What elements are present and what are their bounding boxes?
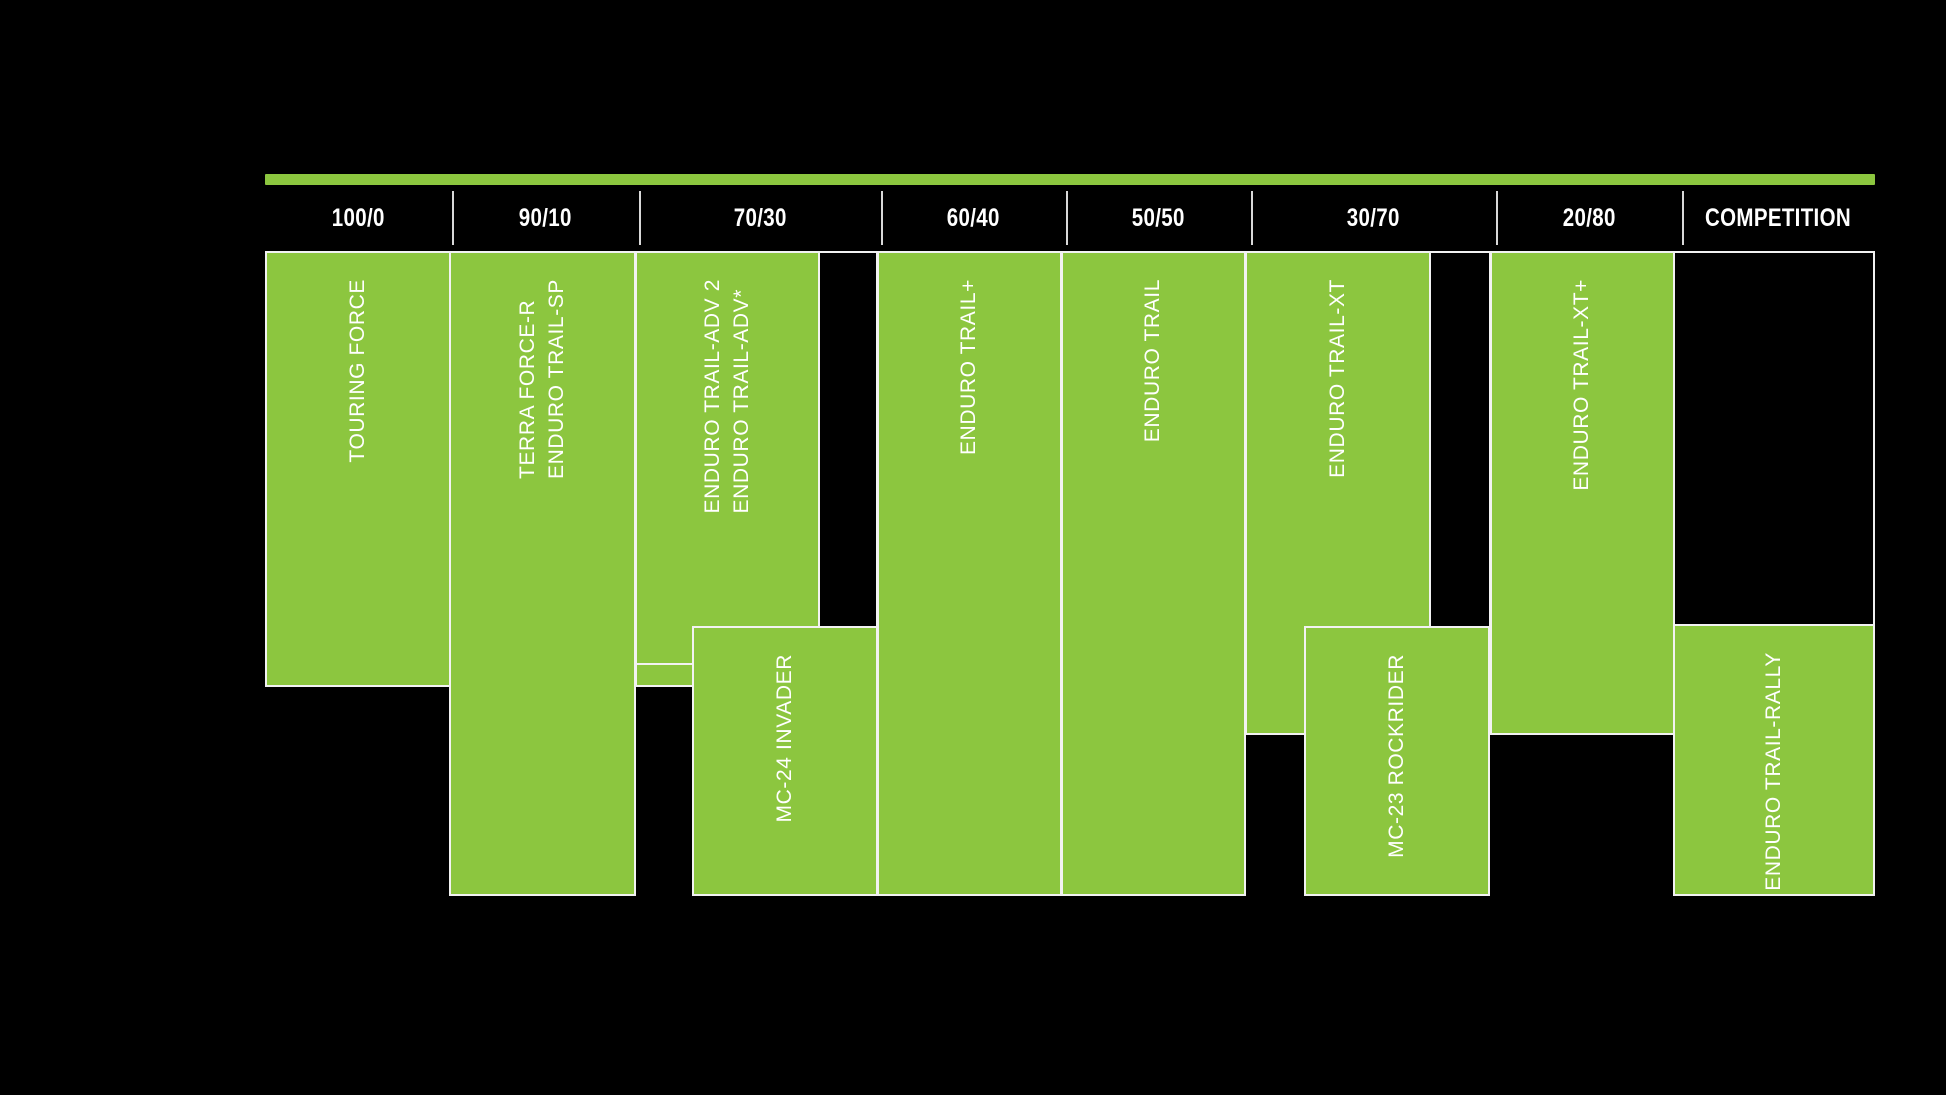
bar-label-enduro-trail-sp: ENDURO TRAIL-SP: [544, 279, 568, 479]
bar-block-competition-upper: [1673, 251, 1875, 628]
bar-label-enduro-trail-rally: ENDURO TRAIL-RALLY: [1761, 652, 1785, 891]
column-header-60-40[interactable]: 60/40: [881, 187, 1066, 249]
column-header-30-70[interactable]: 30/70: [1251, 187, 1496, 249]
bar-label-enduro-trail-adv: ENDURO TRAIL-ADV*: [729, 288, 753, 514]
bar-block-terra-force-r-enduro-trail-sp[interactable]: TERRA FORCE-R ENDURO TRAIL-SP: [449, 251, 636, 896]
bar-label-touring-force: TOURING FORCE: [346, 279, 370, 463]
column-header-100-0[interactable]: 100/0: [265, 187, 452, 249]
bar-label-enduro-trail-plus: ENDURO TRAIL+: [957, 279, 981, 456]
bar-block-enduro-trail[interactable]: ENDURO TRAIL: [1061, 251, 1246, 896]
column-header-competition[interactable]: COMPETITION: [1682, 187, 1875, 249]
column-header-band: 100/0 90/10 70/30 60/40 50/50 30/70 20/8…: [265, 187, 1875, 249]
column-header-20-80[interactable]: 20/80: [1496, 187, 1682, 249]
column-header-label: 70/30: [733, 203, 787, 232]
column-header-50-50[interactable]: 50/50: [1066, 187, 1251, 249]
column-header-label: 30/70: [1347, 203, 1400, 232]
column-header-label: 20/80: [1562, 203, 1616, 232]
bar-label-terra-force-r: TERRA FORCE-R: [516, 299, 540, 479]
bar-block-mc-23-rockrider[interactable]: MC-23 ROCKRIDER: [1304, 626, 1490, 896]
bar-block-30-70-notch: [1429, 251, 1491, 630]
column-header-label: COMPETITION: [1705, 203, 1852, 232]
bar-block-enduro-trail-rally[interactable]: ENDURO TRAIL-RALLY: [1673, 624, 1875, 896]
bar-label-mc-23-rockrider: MC-23 ROCKRIDER: [1384, 654, 1408, 858]
column-header-label: 100/0: [332, 203, 385, 232]
bar-label-enduro-trail-xt: ENDURO TRAIL-XT: [1325, 279, 1349, 478]
bar-block-70-30-notch: [818, 251, 878, 630]
bar-block-enduro-trail-adv2-adv[interactable]: ENDURO TRAIL-ADV 2 ENDURO TRAIL-ADV*: [635, 251, 820, 665]
bar-block-enduro-trail-xt-plus[interactable]: ENDURO TRAIL-XT+: [1490, 251, 1675, 735]
bar-label-enduro-trail-xt-plus: ENDURO TRAIL-XT+: [1570, 279, 1594, 491]
column-header-70-30[interactable]: 70/30: [639, 187, 881, 249]
column-header-label: 50/50: [1132, 203, 1185, 232]
bar-label-enduro-trail: ENDURO TRAIL: [1141, 279, 1165, 443]
column-header-label: 60/40: [947, 203, 1000, 232]
column-header-90-10[interactable]: 90/10: [452, 187, 639, 249]
bar-label-mc-24-invader: MC-24 INVADER: [772, 654, 796, 823]
column-header-label: 90/10: [519, 203, 572, 232]
bar-block-mc-24-invader[interactable]: MC-24 INVADER: [692, 626, 878, 896]
bar-label-enduro-trail-adv2: ENDURO TRAIL-ADV 2: [701, 279, 725, 514]
bar-block-touring-force[interactable]: TOURING FORCE: [265, 251, 452, 687]
top-accent-rule: [265, 174, 1875, 185]
bar-block-enduro-trail-plus[interactable]: ENDURO TRAIL+: [877, 251, 1062, 896]
